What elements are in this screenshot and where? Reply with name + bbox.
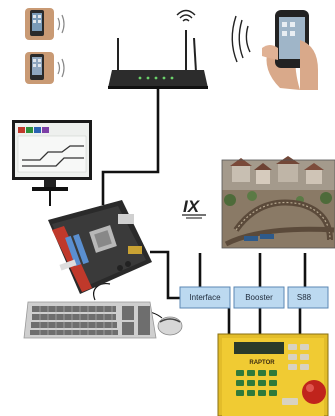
module-s88: S88 — [287, 286, 329, 309]
module-interface-label: Interface — [189, 293, 221, 302]
smartphone-top — [25, 8, 65, 40]
module-interface: Interface — [179, 286, 231, 309]
logo-text: IX — [183, 197, 201, 216]
layout-trees — [224, 191, 332, 206]
module-s88-label: S88 — [297, 293, 312, 302]
mouse — [157, 316, 183, 336]
keyboard-cable — [93, 283, 111, 301]
handheld-keypad — [236, 370, 277, 396]
wifi-signal-icon — [176, 9, 196, 22]
keyboard — [23, 301, 157, 339]
wifi-router — [108, 9, 208, 89]
smartphone-bottom — [25, 52, 65, 84]
motherboard — [48, 200, 152, 294]
ix-logo: IX — [182, 197, 206, 219]
model-railway-layout — [221, 156, 335, 249]
router-to-pc-link — [101, 88, 160, 205]
handheld-controller: RAPTOR — [217, 333, 329, 416]
monitor — [12, 120, 92, 191]
pc-to-interface-link — [150, 250, 182, 300]
handheld-red-knob — [302, 380, 326, 404]
monitor-screen-software — [17, 127, 87, 173]
module-booster-label: Booster — [245, 293, 273, 302]
handheld-brand-label: RAPTOR — [249, 360, 275, 366]
handheld-function-keys — [288, 344, 309, 370]
connection-lines — [49, 88, 307, 336]
module-booster: Booster — [233, 286, 285, 309]
hand-holding-phone — [231, 10, 318, 90]
